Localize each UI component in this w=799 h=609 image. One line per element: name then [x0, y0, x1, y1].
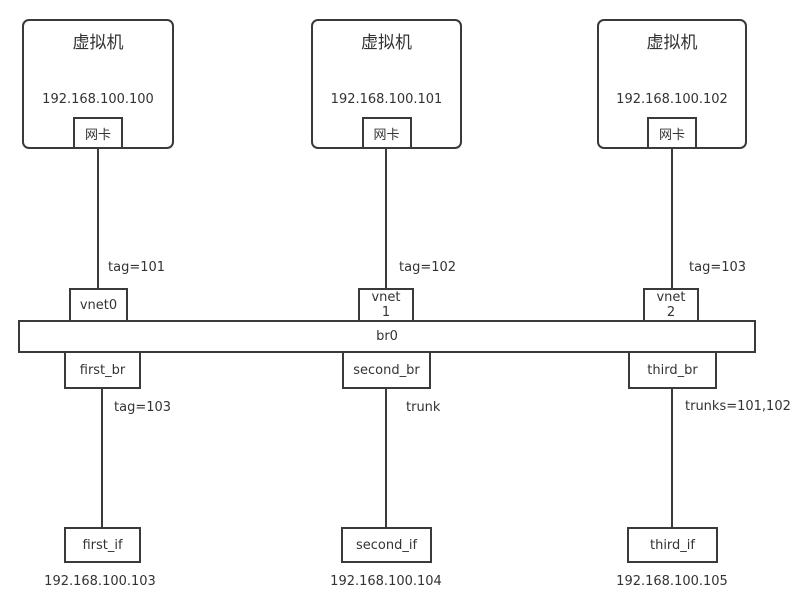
connector-thirdbr-to-thirdif: [671, 387, 673, 529]
second-br-label: second_br: [353, 362, 420, 378]
firstbr-link-label: tag=103: [114, 400, 172, 415]
vm1-ip: 192.168.100.100: [42, 92, 154, 107]
connector-vm2-to-vnet1: [385, 148, 387, 290]
vm3-ip: 192.168.100.102: [616, 92, 728, 107]
vm2-nic-label: 网卡: [373, 127, 400, 143]
vm1-link-tag-label: tag=101: [108, 260, 166, 275]
thirdbr-link-label: trunks=101,102: [685, 399, 791, 414]
secondbr-link-label: trunk: [406, 400, 441, 415]
bridge-br0-label: br0: [376, 329, 398, 344]
third-if-box: third_if: [627, 527, 718, 563]
vm-box-2: 虚拟机 192.168.100.101 网卡: [311, 19, 462, 149]
vm2-ip: 192.168.100.101: [330, 92, 443, 107]
vm2-nic-box: 网卡: [361, 117, 412, 149]
vm1-nic-box: 网卡: [73, 117, 123, 149]
second-br-box: second_br: [342, 351, 431, 389]
second-if-ip: 192.168.100.104: [330, 574, 442, 589]
first-br-label: first_br: [79, 362, 126, 378]
vnet0-label-line1: vnet0: [79, 297, 118, 313]
first-br-box: first_br: [64, 351, 141, 389]
second-if-label: second_if: [355, 537, 418, 553]
vm2-title: 虚拟机: [361, 33, 412, 53]
vm3-link-tag-label: tag=103: [689, 260, 747, 275]
vm3-title: 虚拟机: [646, 33, 698, 53]
third-br-box: third_br: [628, 351, 717, 389]
vm3-nic-box: 网卡: [647, 117, 697, 149]
vnet0-box: vnet0: [69, 288, 128, 322]
vm1-nic-label: 网卡: [84, 127, 111, 143]
vnet2-label-line1: vnet: [656, 290, 686, 305]
third-if-label: third_if: [649, 537, 695, 553]
first-if-ip: 192.168.100.103: [44, 574, 156, 589]
third-if-ip: 192.168.100.105: [616, 574, 728, 589]
vnet1-label-line1: vnet: [371, 290, 401, 305]
vm-box-3: 虚拟机 192.168.100.102 网卡: [597, 19, 747, 149]
connector-vm1-to-vnet0: [97, 148, 99, 290]
first-if-box: first_if: [64, 527, 141, 563]
bridge-br0-bar: br0: [18, 320, 756, 353]
connector-vm3-to-vnet2: [671, 148, 673, 290]
connector-firstbr-to-firstif: [101, 387, 103, 529]
vnet1-label-line2: 1: [381, 305, 391, 320]
vm-box-1: 虚拟机 192.168.100.100 网卡: [22, 19, 174, 149]
third-br-label: third_br: [647, 362, 698, 378]
vm2-link-tag-label: tag=102: [399, 260, 457, 275]
vnet2-label-line2: 2: [666, 305, 676, 320]
vm3-nic-label: 网卡: [658, 127, 685, 143]
second-if-box: second_if: [341, 527, 432, 563]
connector-secondbr-to-secondif: [385, 387, 387, 529]
vm1-title: 虚拟机: [72, 33, 124, 53]
first-if-label: first_if: [82, 537, 123, 553]
